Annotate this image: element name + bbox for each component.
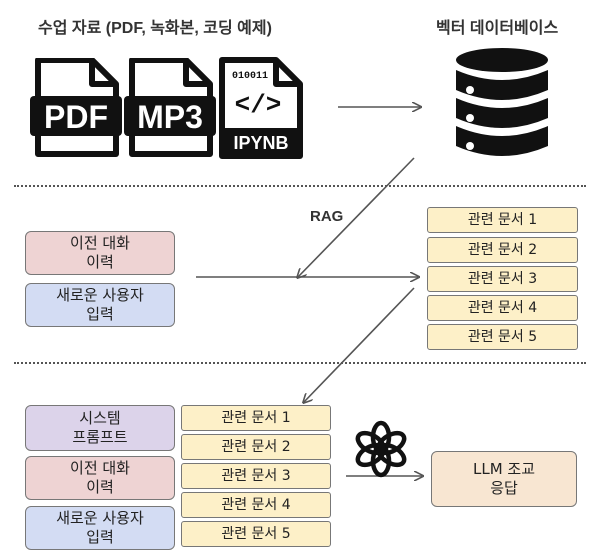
rag-label: RAG: [310, 208, 344, 225]
openai-logo-icon: [355, 420, 407, 478]
sources-title: 수업 자료 (PDF, 녹화본, 코딩 예제): [38, 20, 272, 37]
retrieved-doc-4: 관련 문서 4: [427, 295, 578, 321]
prompt-doc-5: 관련 문서 5: [181, 521, 331, 547]
ipynb-bits: 010011: [232, 71, 268, 82]
database-icon: [456, 48, 548, 156]
user-input-box: 새로운 사용자 입력: [25, 283, 175, 327]
pdf-file-icon: PDF: [30, 58, 122, 157]
user-input-box-2: 새로운 사용자 입력: [25, 506, 175, 550]
retrieved-doc-1: 관련 문서 1: [427, 207, 578, 233]
history-box: 이전 대화 이력: [25, 231, 175, 275]
prompt-doc-3: 관련 문서 3: [181, 463, 331, 489]
history-box-2: 이전 대화 이력: [25, 456, 175, 500]
system-prompt-box: 시스템 프롬프트: [25, 405, 175, 451]
prompt-doc-4: 관련 문서 4: [181, 492, 331, 518]
mp3-file-icon: MP3: [124, 58, 216, 157]
prompt-doc-1: 관련 문서 1: [181, 405, 331, 431]
llm-answer-box: LLM 조교 응답: [431, 451, 577, 507]
ipynb-file-label: IPYNB: [233, 133, 288, 153]
prompt-doc-2: 관련 문서 2: [181, 434, 331, 460]
docs-to-prompt-arrow: [304, 287, 415, 402]
retrieved-doc-3: 관련 문서 3: [427, 266, 578, 292]
db-to-query-arrow: [298, 157, 415, 277]
pdf-file-label: PDF: [44, 99, 108, 135]
vectordb-title: 벡터 데이터베이스: [436, 20, 559, 37]
retrieved-doc-5: 관련 문서 5: [427, 324, 578, 350]
section-divider-top: [14, 185, 586, 187]
mp3-file-label: MP3: [137, 99, 203, 135]
retrieved-doc-2: 관련 문서 2: [427, 237, 578, 263]
ipynb-file-icon: 010011 </> IPYNB: [219, 57, 303, 159]
section-divider-bottom: [14, 362, 586, 364]
ipynb-code-glyph: </>: [235, 90, 282, 120]
